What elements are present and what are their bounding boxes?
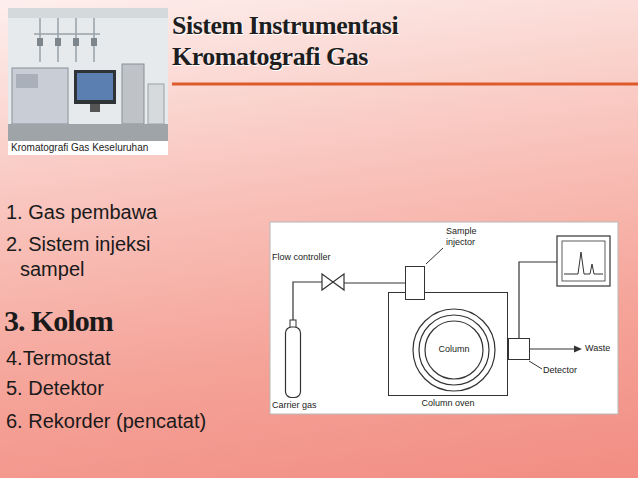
leader-line bbox=[529, 361, 542, 369]
gas-line bbox=[293, 282, 322, 320]
list-item: 2. Sistem injeksi sampel bbox=[6, 232, 210, 282]
printer bbox=[148, 84, 164, 124]
monitor bbox=[74, 70, 116, 104]
part-label: Flow controller bbox=[272, 252, 294, 263]
outlet-label: Waste bbox=[585, 343, 610, 354]
diagram-panel bbox=[270, 222, 618, 414]
flow-controller-valve: Flow controller bbox=[322, 274, 344, 290]
recorder-screen bbox=[562, 241, 605, 281]
list-item-highlight: 3. Kolom bbox=[4, 303, 218, 339]
slide-title: Sistem Instrumentasi Kromatografi Gas bbox=[172, 10, 502, 72]
gc-panel bbox=[16, 74, 38, 88]
part-label: Detector bbox=[543, 365, 563, 376]
photo-caption: Kromatografi Gas Keseluruhan bbox=[8, 141, 168, 155]
list-item: 1. Gas pembawa bbox=[6, 200, 216, 225]
pipe bbox=[34, 33, 100, 35]
part-label: Column oven bbox=[389, 398, 507, 409]
waste-line bbox=[530, 348, 576, 349]
arrow-head bbox=[574, 346, 582, 353]
list-item: 6. Rekorder (pencatat) bbox=[6, 407, 210, 435]
recorder-symbol bbox=[557, 236, 610, 286]
sample-injector: Sample injector bbox=[405, 266, 425, 300]
column-oven: Column ovenColumn bbox=[388, 292, 508, 396]
bench bbox=[8, 124, 168, 142]
regulator bbox=[37, 38, 43, 46]
regulator bbox=[55, 38, 61, 46]
list-item: 5. Detektor bbox=[6, 376, 216, 401]
regulator bbox=[73, 38, 79, 46]
gas-line bbox=[344, 282, 405, 283]
monitor-screen bbox=[77, 73, 113, 100]
carrier-gas-cylinder-stroke bbox=[286, 327, 301, 398]
monitor-stand bbox=[90, 104, 100, 112]
photo-ceiling bbox=[8, 8, 168, 18]
photo-wall bbox=[8, 8, 168, 142]
flow-controller-valve-outline bbox=[322, 274, 344, 290]
carrier-gas-cylinder-outline bbox=[285, 320, 301, 398]
gas-pipes bbox=[34, 18, 100, 62]
computer-tower bbox=[122, 64, 144, 124]
gc-instrument bbox=[12, 68, 68, 124]
carrier-gas-cylinder: Carrier gas bbox=[285, 320, 301, 398]
flow-controller-valve-stroke bbox=[322, 274, 333, 290]
photo-frame: Kromatografi Gas Keseluruhan bbox=[8, 8, 168, 155]
regulators bbox=[37, 38, 97, 46]
flow-controller-valve-stroke bbox=[333, 274, 344, 290]
regulator bbox=[91, 38, 97, 46]
part-label: Sample injector bbox=[446, 226, 492, 248]
detector-box: Detector bbox=[508, 338, 530, 360]
title-rule bbox=[172, 83, 638, 86]
leader-line bbox=[426, 248, 443, 264]
part-label: Carrier gas bbox=[272, 400, 288, 411]
list-item: 4.Termostat bbox=[6, 346, 216, 371]
lab-photo bbox=[8, 8, 168, 142]
chromatogram-peaks bbox=[564, 252, 603, 274]
part-label: Column bbox=[411, 344, 497, 355]
signal-wire bbox=[519, 262, 557, 338]
column-coil: Column bbox=[411, 307, 497, 393]
